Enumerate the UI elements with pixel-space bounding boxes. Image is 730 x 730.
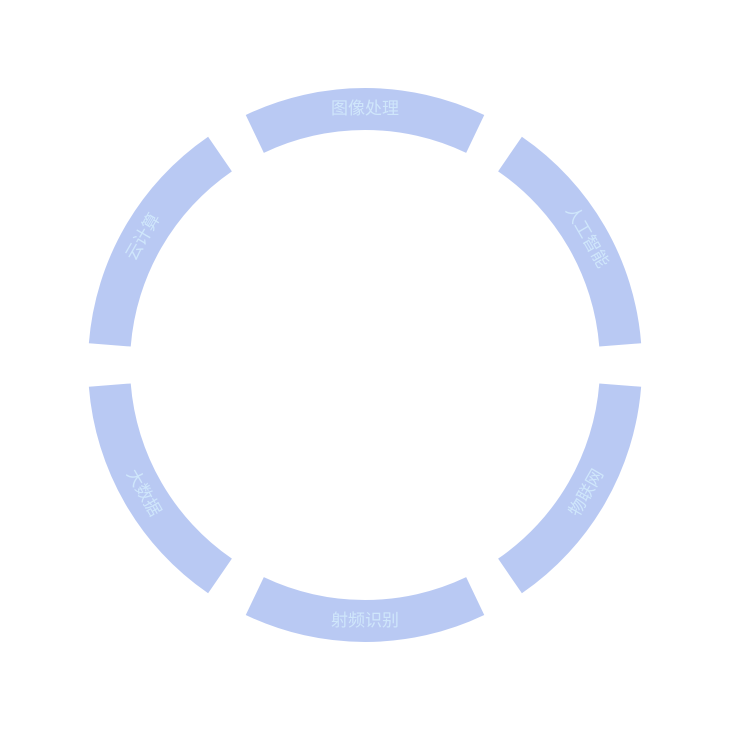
- segment-ai[interactable]: 人工智能: [498, 136, 642, 347]
- segment-iot[interactable]: 物联网: [498, 383, 642, 594]
- segment-cloud-computing[interactable]: 云计算: [88, 136, 232, 347]
- segment-image-processing-label: 图像处理: [331, 99, 399, 119]
- segment-rfid-shape: [245, 577, 485, 643]
- segment-ai-shape: [498, 136, 642, 347]
- segment-rfid-label: 射频识别: [331, 611, 399, 631]
- segment-image-processing[interactable]: 图像处理: [245, 87, 485, 153]
- segment-image-processing-shape: [245, 87, 485, 153]
- segment-cloud-computing-shape: [88, 136, 232, 347]
- segment-big-data[interactable]: 大数据: [88, 383, 232, 594]
- segment-iot-shape: [498, 383, 642, 594]
- segment-rfid[interactable]: 射频识别: [245, 577, 485, 643]
- segment-big-data-shape: [88, 383, 232, 594]
